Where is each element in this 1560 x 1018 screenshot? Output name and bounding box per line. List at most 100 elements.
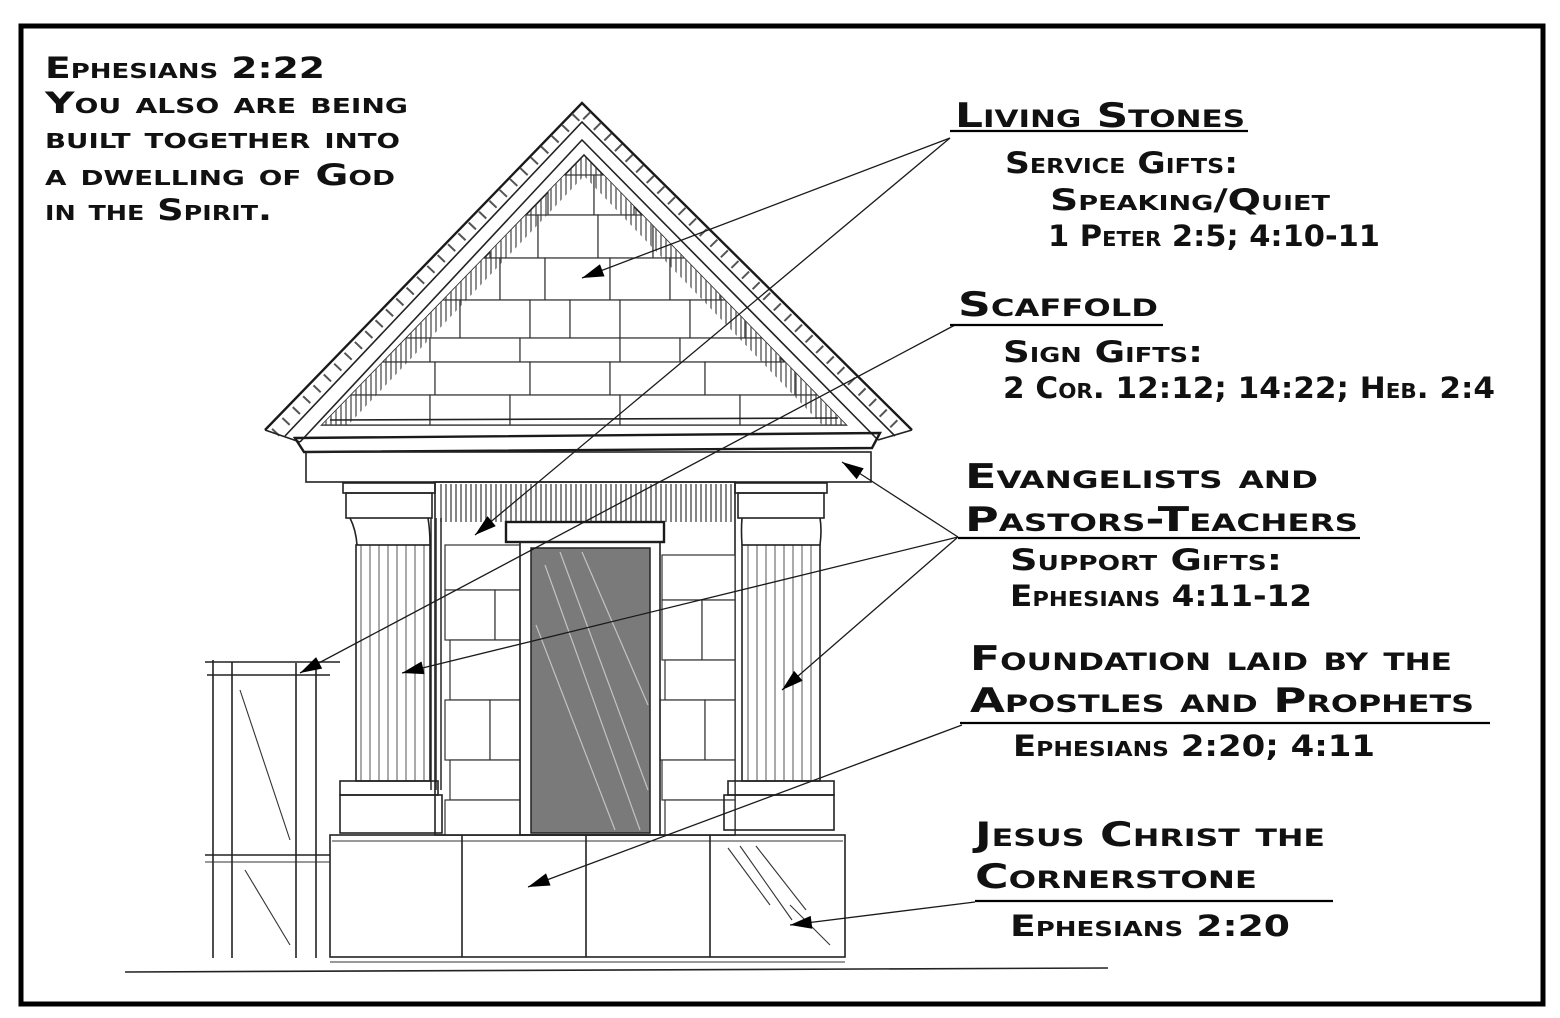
left-column-capital xyxy=(345,492,433,519)
gable-stone xyxy=(619,299,691,339)
scaffold-brace xyxy=(244,869,291,946)
leader-foundation xyxy=(527,724,963,888)
gable-stone xyxy=(569,299,621,339)
wall-stone xyxy=(494,589,521,641)
wall-stone xyxy=(661,554,736,601)
label-reference: 1 Peter 2:5; 4:10-11 xyxy=(1048,219,1380,253)
leader-scaffold xyxy=(299,324,956,674)
ground-line xyxy=(124,967,1109,973)
wall-stone xyxy=(659,699,706,761)
roof-eave-left xyxy=(264,429,301,443)
wall-stone xyxy=(661,759,736,801)
wall-stone xyxy=(664,659,736,701)
label-scaffold: Scaffold Sign Gifts: 2 Cor. 12:12; 14:22… xyxy=(950,285,1495,405)
leader-evangelists-cornice xyxy=(841,461,959,538)
wall-stone xyxy=(701,599,736,661)
label-foundation: Foundation laid by the Apostles and Prop… xyxy=(960,639,1490,763)
gable-stone xyxy=(429,337,521,363)
gable-stone xyxy=(509,394,621,425)
scripture-line: a dwelling of God xyxy=(45,158,395,192)
right-column-plinth xyxy=(723,794,835,831)
label-title: Jesus Christ the xyxy=(972,815,1325,855)
label-title: Foundation laid by the xyxy=(970,639,1452,679)
leader-arrows xyxy=(299,137,976,929)
label-detail: Support Gifts: xyxy=(1010,543,1282,577)
label-detail: Service Gifts: xyxy=(1005,146,1238,180)
label-cornerstone: Jesus Christ the Cornerstone Ephesians 2… xyxy=(972,815,1333,943)
scaffold-brace xyxy=(239,689,291,841)
scripture-line: You also are being xyxy=(44,86,408,120)
right-column-neck xyxy=(740,517,822,546)
gable-stone xyxy=(434,361,531,396)
building xyxy=(124,101,1109,973)
label-evangelists: Evangelists and Pastors-Teachers Support… xyxy=(958,457,1360,613)
scripture-reference: Ephesians 2:22 xyxy=(45,51,325,85)
roof xyxy=(264,101,913,443)
label-reference: Ephesians 4:11-12 xyxy=(1010,579,1312,613)
gable-stone xyxy=(459,299,531,339)
door-highlight xyxy=(581,551,649,706)
left-column-neck xyxy=(349,517,431,546)
label-reference: Ephesians 2:20; 4:11 xyxy=(1013,729,1375,763)
gable-shadow-right xyxy=(584,155,846,425)
wall-stone xyxy=(444,699,491,761)
gable-stone xyxy=(529,299,571,339)
wall-stone xyxy=(444,544,521,591)
leader-cornerstone xyxy=(789,901,976,929)
roof-outer-edge xyxy=(264,101,913,431)
label-title: Living Stones xyxy=(955,96,1245,136)
label-title: Apostles and Prophets xyxy=(970,681,1474,721)
gable-stone xyxy=(537,214,599,259)
label-living-stones: Living Stones Service Gifts: Speaking/Qu… xyxy=(950,96,1380,253)
door-highlight xyxy=(559,551,649,791)
gable-stone xyxy=(609,361,706,396)
door-highlight xyxy=(544,564,641,831)
foundation-outline xyxy=(329,834,846,958)
wall-stone xyxy=(444,799,521,836)
right-column-capital xyxy=(737,492,825,519)
cornerstone-stroke xyxy=(739,845,793,921)
gable-stone xyxy=(519,337,621,363)
gable-stone xyxy=(609,257,671,301)
gable-stone xyxy=(544,257,611,301)
right-column xyxy=(723,482,835,831)
wall-stone xyxy=(704,699,736,761)
gable-stone xyxy=(499,257,546,301)
wall-stone xyxy=(489,699,521,761)
gable-base-molding xyxy=(329,417,839,421)
gable-stone xyxy=(619,337,681,363)
wall-shadow-strip xyxy=(430,518,444,790)
leader-living-stones-gable xyxy=(581,137,951,279)
cornerstone-stroke xyxy=(755,845,807,911)
label-reference: Ephesians 2:20 xyxy=(1010,909,1290,943)
wall-stone xyxy=(444,589,496,641)
door-highlights xyxy=(535,551,649,831)
cornice-overhang xyxy=(292,431,883,454)
roof-eave-right xyxy=(877,429,913,441)
door-highlight xyxy=(535,624,616,831)
leader-evangelists-left-column xyxy=(401,536,959,675)
foundation xyxy=(329,834,846,963)
wall-shadow-band xyxy=(438,484,734,522)
roof-inner-edge xyxy=(299,138,879,443)
left-column-plinth xyxy=(339,794,443,834)
leader-living-stones-wall xyxy=(474,137,951,536)
leader-evangelists-right-column xyxy=(781,536,959,691)
right-column-shaft xyxy=(741,544,821,782)
wall-stone xyxy=(449,639,521,701)
label-title: Evangelists and xyxy=(965,457,1318,497)
wall-stone xyxy=(449,759,521,801)
gable-stone xyxy=(529,361,611,396)
gable-stone xyxy=(429,394,511,425)
outer-border xyxy=(18,23,1546,1007)
label-reference: 2 Cor. 12:12; 14:22; Heb. 2:4 xyxy=(1003,371,1495,405)
wall-stone xyxy=(661,599,703,661)
scripture-line: built together into xyxy=(45,121,400,155)
label-title: Scaffold xyxy=(958,285,1158,325)
roof-middle-edge xyxy=(284,120,896,437)
label-detail: Speaking/Quiet xyxy=(1050,183,1330,217)
scripture-block: Ephesians 2:22 You also are being built … xyxy=(44,51,408,227)
cornerstone-stroke xyxy=(727,847,771,906)
